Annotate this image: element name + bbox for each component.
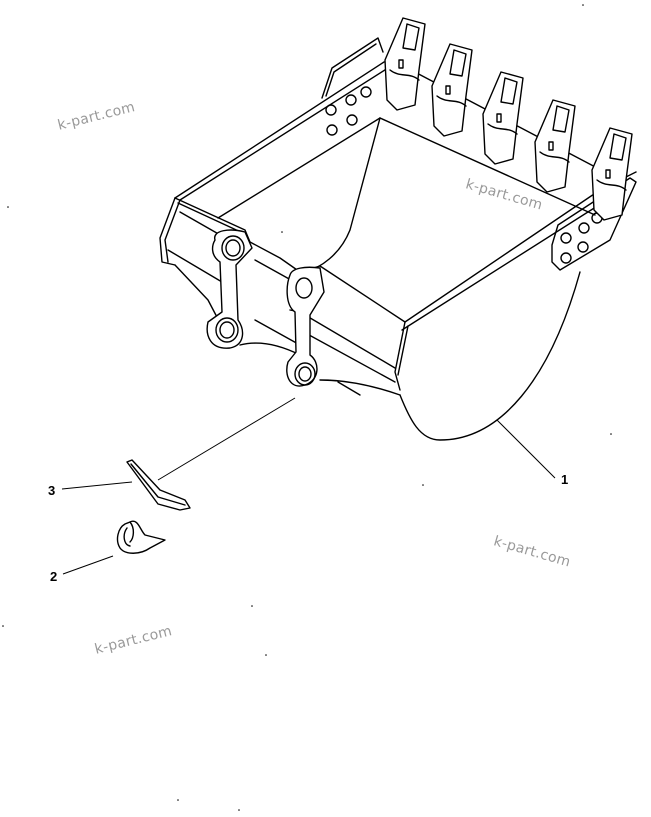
leader-lines: [61, 397, 556, 575]
bucket-teeth: [384, 17, 633, 221]
scan-specks: [2, 4, 612, 811]
callout-2: 2: [50, 569, 58, 584]
part-2-retainer-clip: [116, 520, 166, 554]
bolt-group-left: [325, 86, 372, 136]
part-3-lock-plate: [126, 459, 191, 511]
callout-3: 3: [48, 483, 56, 498]
callout-1: 1: [561, 472, 569, 487]
bolt-group-right: [560, 212, 603, 264]
